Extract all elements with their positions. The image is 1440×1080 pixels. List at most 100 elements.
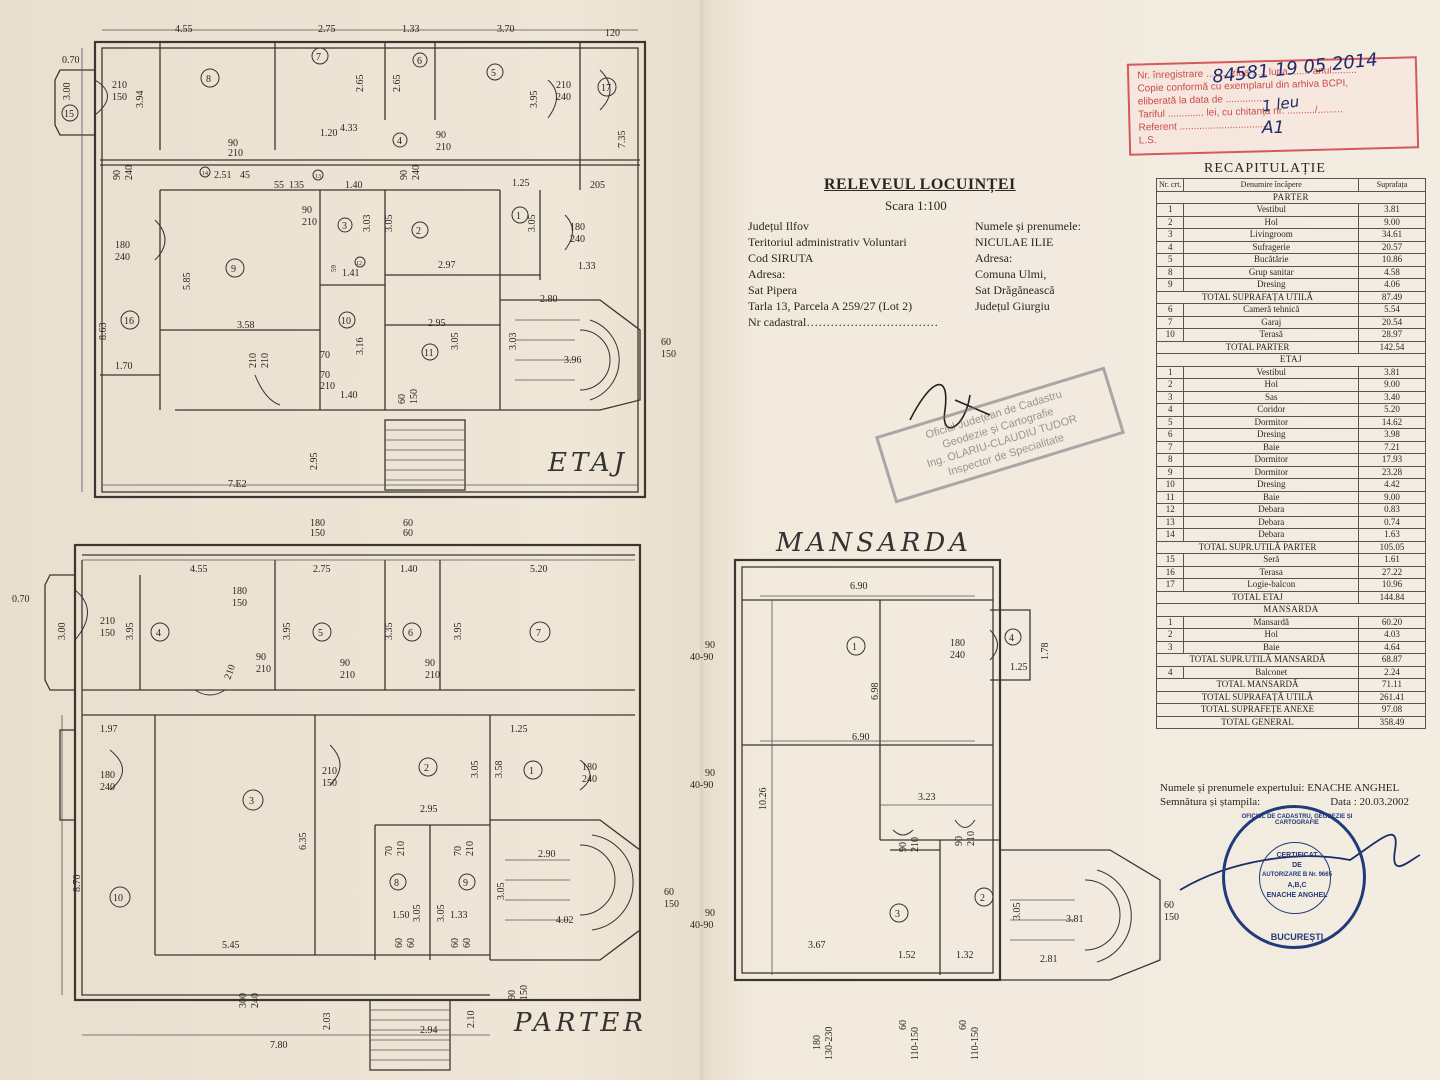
mansarda-room-number: 3	[895, 909, 900, 920]
recap-room-name: Baie	[1183, 440, 1359, 454]
recap-area: 28.97	[1358, 328, 1426, 342]
recap-header-row: Nr. crt. Denumire încăpere Suprafața	[1155, 178, 1426, 192]
etaj-dim: 90	[302, 205, 312, 216]
property-address-block: Județul Ilfov Teritoriul administrativ V…	[748, 218, 938, 330]
recap-room-name: Hol	[1183, 215, 1359, 229]
parter-room-number: 3	[249, 796, 254, 807]
seal-center-line: A,B,C	[1287, 882, 1307, 889]
etaj-dim: 45	[240, 170, 250, 181]
mansarda-room-number: 2	[980, 893, 985, 904]
parter-title: PARTER	[514, 1008, 647, 1038]
expert-signature-label: Semnătura și ștampila:	[1160, 796, 1261, 808]
parter-dim: 60	[394, 938, 405, 948]
etaj-dim: 3.05	[384, 215, 395, 233]
mansarda-dim: 210	[966, 831, 977, 846]
recap-area: 23.28	[1358, 465, 1426, 479]
recap-section-name: ETAJ	[1156, 353, 1426, 367]
etaj-dim: 3.94	[135, 91, 146, 109]
etaj-dim: 2.65	[392, 75, 403, 93]
etaj-dim: 210	[112, 80, 127, 91]
parter-dim: 3.00	[57, 623, 68, 641]
mansarda-dim: 130-230	[824, 1027, 835, 1060]
parter-dim: 150	[100, 628, 115, 639]
recap-room-name: Baie	[1183, 640, 1359, 654]
etaj-dim: 3.58	[237, 320, 255, 331]
etaj-dim: 1.70	[115, 361, 133, 372]
parter-dim: 2.03	[322, 1013, 333, 1031]
recap-room-name: Mansardă	[1183, 615, 1359, 629]
parter-dim: 3.95	[453, 623, 464, 641]
recap-room-name: Terasa	[1183, 565, 1359, 579]
mansarda-dim: 40-90	[690, 652, 713, 663]
etaj-room-number: 8	[206, 74, 211, 85]
parter-dim: 4.02	[556, 915, 574, 926]
recap-area: 60.20	[1358, 615, 1426, 629]
recap-area: 17.93	[1358, 453, 1426, 467]
mansarda-dim: 6.98	[870, 683, 881, 701]
recap-grand-value: 97.08	[1358, 703, 1426, 717]
recap-nr: 3	[1155, 640, 1185, 654]
recap-area: 3.40	[1358, 390, 1426, 404]
parter-dim: 90	[256, 652, 266, 663]
parter-dim: 60	[664, 887, 674, 898]
recap-nr: 11	[1155, 490, 1185, 504]
mansarda-dim: 60	[958, 1020, 969, 1030]
recap-room-name: Cameră tehnică	[1183, 303, 1359, 317]
recap-room-name: Dresing	[1183, 278, 1359, 292]
recap-section-row: PARTER	[1156, 190, 1426, 204]
etaj-dim: 90	[112, 170, 123, 180]
recap-area: 4.06	[1358, 278, 1426, 292]
paper-fold	[700, 0, 706, 1080]
recap-area: 20.57	[1358, 240, 1426, 254]
parter-dim: 0.70	[12, 594, 30, 605]
etaj-dim: 3.70	[497, 24, 515, 35]
owner-line: NICULAE ILIE	[975, 235, 1054, 249]
recap-nr: 9	[1155, 278, 1185, 292]
mansarda-dim: 60	[1164, 900, 1174, 911]
mansarda-dim: 180	[950, 638, 965, 649]
etaj-dim: 120	[605, 28, 620, 39]
parter-dim: 4.55	[190, 564, 208, 575]
expert-date: Data : 20.03.2002	[1330, 796, 1410, 808]
recap-col-header: Suprafața	[1358, 178, 1426, 192]
address-line: Județul Ilfov	[748, 219, 809, 233]
parter-room-number: 6	[408, 628, 413, 639]
expert-name: Numele și prenumele expertului: ENACHE A…	[1160, 782, 1400, 794]
etaj-dim: 3.00	[62, 83, 73, 101]
etaj-dim: 210	[556, 80, 571, 91]
parter-dim: 6.35	[298, 833, 309, 851]
etaj-dim: 1.40	[345, 180, 363, 191]
etaj-dim: 1.33	[402, 24, 420, 35]
parter-dim: 150	[664, 899, 679, 910]
owner-signature	[909, 383, 991, 429]
etaj-room-number: 10	[341, 316, 351, 327]
parter-dim: 1.25	[510, 724, 528, 735]
recap-area: 3.81	[1358, 365, 1426, 379]
recap-nr: 5	[1155, 253, 1185, 267]
mansarda-dim: 210	[910, 837, 921, 852]
recap-area: 1.61	[1358, 553, 1426, 567]
address-line: Teritoriul administrativ Voluntari	[748, 235, 907, 249]
recap-area: 4.64	[1358, 640, 1426, 654]
recap-col-header: Denumire încăpere	[1183, 178, 1359, 192]
handwritten-referent: A1	[1262, 118, 1285, 138]
etaj-room-number: 5	[491, 68, 496, 79]
parter-room-number: 4	[156, 628, 161, 639]
recap-room-name: Bucătărie	[1183, 253, 1359, 267]
recap-room-name: Debara	[1183, 515, 1359, 529]
